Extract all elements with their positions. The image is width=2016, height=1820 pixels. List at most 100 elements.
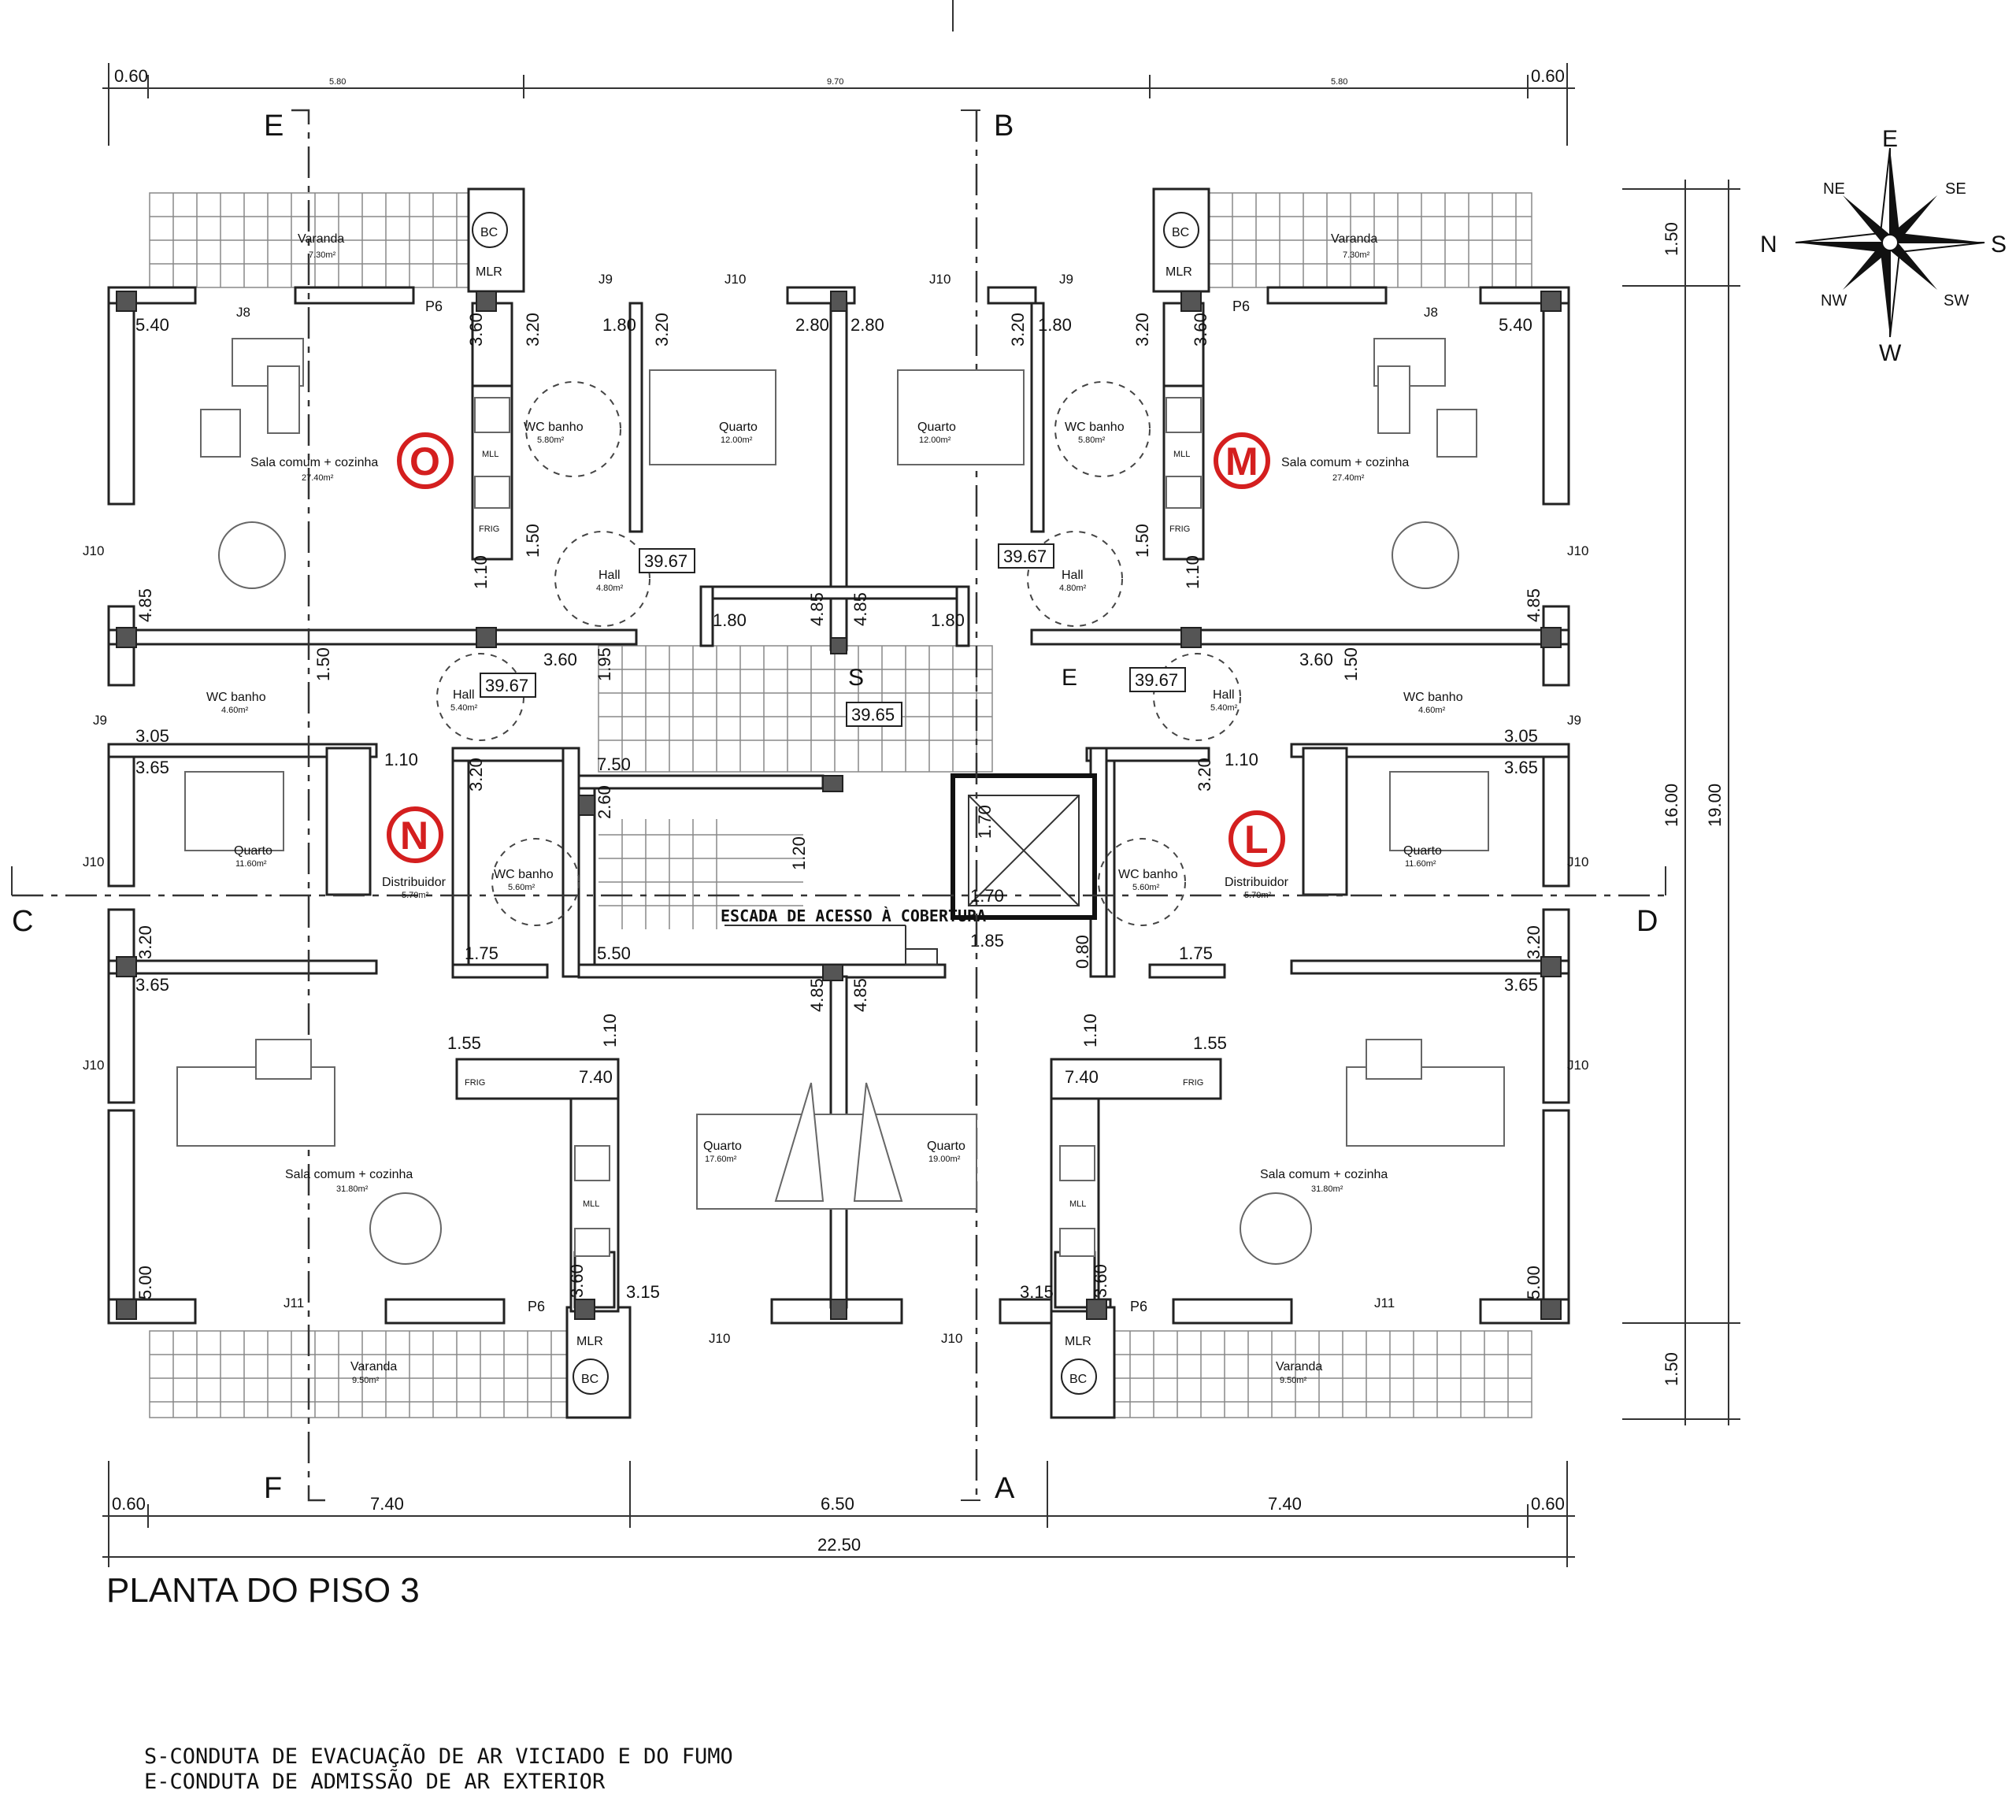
dim-365-lb: 3.65 xyxy=(1504,975,1538,995)
p6-br: P6 xyxy=(1130,1299,1147,1314)
stair-label: ESCADA DE ACESSO À COBERTURA xyxy=(721,906,986,925)
dim-320-n: 3.20 xyxy=(466,758,486,791)
dim-150-o: 1.50 xyxy=(523,524,543,558)
dim-485-r: 4.85 xyxy=(1524,588,1544,622)
section-mark-f: F xyxy=(264,1472,282,1505)
bc-markers: BC BC BC BC MLR MLR MLR MLR xyxy=(472,212,1199,1395)
dim-750: 7.50 xyxy=(597,754,631,774)
quarto-o-area: 12.00m² xyxy=(721,436,753,445)
wc-l-upper-area: 4.60m² xyxy=(1418,706,1446,715)
sala-o-area: 27.40m² xyxy=(302,473,334,483)
mlr-label-bl: MLR xyxy=(576,1335,603,1348)
varanda-bl-area: 9.50m² xyxy=(352,1376,380,1385)
dim-540-o: 5.40 xyxy=(135,315,169,335)
sala-l: Sala comum + cozinha xyxy=(1260,1168,1388,1181)
varanda-tr-area: 7.30m² xyxy=(1343,250,1370,260)
dim-315-n: 3.15 xyxy=(626,1282,660,1302)
wc-n: WC banho xyxy=(494,868,554,881)
section-mark-e: E xyxy=(264,109,284,143)
interior-dimensions: 5.40 5.40 3.60 3.60 3.20 3.20 3.20 3.20 … xyxy=(135,313,1544,1302)
dim-150-l: 1.50 xyxy=(1341,647,1361,681)
dim-360-lb: 3.60 xyxy=(1091,1264,1110,1298)
compass-n: N xyxy=(1760,232,1777,258)
wc-l-upper: WC banho xyxy=(1403,691,1463,704)
j10-right-3: J10 xyxy=(1567,1058,1588,1073)
sala-m-area: 27.40m² xyxy=(1332,473,1365,483)
wc-m: WC banho xyxy=(1065,421,1125,434)
dim-1900: 19.00 xyxy=(1705,784,1725,827)
dim-320-qm: 3.20 xyxy=(1008,313,1028,347)
wc-l: WC banho xyxy=(1118,868,1178,881)
compass-e: E xyxy=(1882,126,1898,152)
dim-540-m: 5.40 xyxy=(1499,315,1532,335)
bottom-dimensions: 0.60 7.40 6.50 7.40 0.60 22.50 xyxy=(102,1461,1575,1567)
dim-180-cr: 1.80 xyxy=(931,610,965,630)
quarto-l-area: 11.60m² xyxy=(1405,859,1436,869)
dim-550: 5.50 xyxy=(597,943,631,963)
mll-l: MLL xyxy=(1069,1199,1086,1209)
bc-label-bl: BC xyxy=(581,1373,598,1386)
j10-left-1: J10 xyxy=(83,543,104,558)
dim-150-n: 1.50 xyxy=(313,647,333,681)
frig-l: FRIG xyxy=(1183,1078,1203,1088)
dim-360-n: 3.60 xyxy=(543,650,577,669)
dim-150-rt: 1.50 xyxy=(1662,222,1681,256)
legend-line-e: E-CONDUTA DE ADMISSÃO DE AR EXTERIOR xyxy=(144,1770,606,1794)
unit-n: N xyxy=(400,814,428,858)
j10-left-3: J10 xyxy=(83,1058,104,1073)
quarto-m: Quarto xyxy=(917,421,956,434)
j10-top-1: J10 xyxy=(724,272,746,287)
varanda-bl: Varanda xyxy=(350,1360,397,1373)
dim-485-bl: 4.85 xyxy=(807,978,827,1012)
mll-o: MLL xyxy=(482,450,498,459)
hall-n: Hall xyxy=(453,688,475,702)
mlr-label-tr: MLR xyxy=(1166,265,1192,279)
dim-305-n: 3.05 xyxy=(135,726,169,746)
dim-180-cl: 1.80 xyxy=(713,610,747,630)
area-boxes: 39.67 39.67 39.67 39.67 39.65 S E xyxy=(480,543,1186,727)
compass-ne: NE xyxy=(1823,180,1845,198)
dim-185: 1.85 xyxy=(970,931,1004,951)
quarto-bl: Quarto xyxy=(703,1140,742,1153)
j9-tl: J9 xyxy=(598,272,613,287)
distrib-n: Distribuidor xyxy=(382,876,447,889)
dim-580-tl: 5.80 xyxy=(329,77,346,87)
j11-bl: J11 xyxy=(284,1295,304,1310)
hall-l: Hall xyxy=(1213,688,1235,702)
dim-970-top: 9.70 xyxy=(827,77,843,87)
varanda-tr: Varanda xyxy=(1331,232,1377,246)
right-dimensions: 1.50 16.00 19.00 1.50 xyxy=(1622,180,1740,1425)
top-dimensions: 0.60 5.80 9.70 5.80 0.60 xyxy=(102,0,1575,146)
hall-m: Hall xyxy=(1062,569,1084,582)
compass-se: SE xyxy=(1945,180,1966,198)
mlr-label-tl: MLR xyxy=(476,265,502,279)
wc-m-area: 5.80m² xyxy=(1078,436,1106,445)
dim-650-b: 6.50 xyxy=(821,1494,854,1514)
compass-sw: SW xyxy=(1944,292,1969,310)
area-box-m: 39.67 xyxy=(1003,547,1047,566)
j11-br: J11 xyxy=(1374,1295,1395,1310)
unit-o: O xyxy=(410,439,440,484)
j10-right-1: J10 xyxy=(1567,543,1588,558)
duct-e: E xyxy=(1062,665,1077,691)
opening-codes: P6 P6 P6 P6 J8 J8 J9 J9 J10 J10 J10 J10 … xyxy=(83,272,1588,1346)
dim-150-rb: 1.50 xyxy=(1662,1352,1681,1386)
dim-740-l: 7.40 xyxy=(1065,1067,1099,1087)
dim-485-cr: 4.85 xyxy=(850,592,870,626)
hall-o-area: 4.80m² xyxy=(596,584,624,593)
quarto-o: Quarto xyxy=(719,421,758,434)
j10-bottom-1: J10 xyxy=(709,1331,730,1346)
dim-320-lb: 3.20 xyxy=(1524,925,1544,959)
dim-060-tl: 0.60 xyxy=(114,66,148,86)
dim-110-m: 1.10 xyxy=(1183,555,1203,589)
dim-170-h: 1.70 xyxy=(970,886,1004,906)
wc-n-upper-area: 4.60m² xyxy=(221,706,249,715)
wc-o: WC banho xyxy=(524,421,584,434)
dim-155-n: 1.55 xyxy=(447,1033,481,1053)
area-box-o: 39.67 xyxy=(644,551,687,571)
dim-320-l: 3.20 xyxy=(1195,758,1214,791)
sala-m: Sala comum + cozinha xyxy=(1281,456,1409,469)
quarto-m-area: 12.00m² xyxy=(919,436,951,445)
unit-markers: O M N L xyxy=(387,432,1285,867)
